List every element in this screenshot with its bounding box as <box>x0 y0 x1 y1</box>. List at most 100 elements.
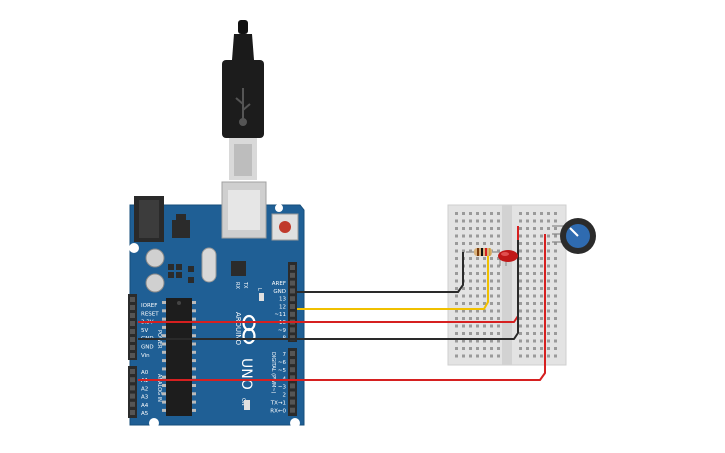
breadboard-hole[interactable] <box>526 227 529 230</box>
wire-red-a0[interactable] <box>138 234 546 381</box>
breadboard-hole[interactable] <box>554 347 557 350</box>
breadboard-hole[interactable] <box>497 212 500 215</box>
breadboard-hole[interactable] <box>483 302 486 305</box>
breadboard-hole[interactable] <box>554 249 557 253</box>
breadboard-hole[interactable] <box>476 302 479 305</box>
breadboard-hole[interactable] <box>476 332 479 335</box>
header-socket[interactable] <box>130 385 135 391</box>
breadboard-hole[interactable] <box>490 212 493 215</box>
breadboard-hole[interactable] <box>540 287 543 290</box>
breadboard-hole[interactable] <box>547 324 550 328</box>
breadboard-hole[interactable] <box>476 227 479 230</box>
breadboard-hole[interactable] <box>476 234 479 238</box>
breadboard-hole[interactable] <box>554 339 557 343</box>
breadboard-hole[interactable] <box>547 242 550 245</box>
breadboard-hole[interactable] <box>554 294 557 298</box>
breadboard-hole[interactable] <box>497 347 500 350</box>
breadboard-hole[interactable] <box>547 227 550 230</box>
wire-yellow-pin12[interactable] <box>297 256 489 310</box>
header-socket[interactable] <box>130 369 135 374</box>
breadboard-hole[interactable] <box>462 324 465 328</box>
breadboard-hole[interactable] <box>455 257 458 260</box>
breadboard-hole[interactable] <box>490 347 493 350</box>
red-led[interactable] <box>498 250 518 266</box>
header-socket[interactable] <box>130 305 135 310</box>
breadboard-hole[interactable] <box>497 242 500 245</box>
breadboard-hole[interactable] <box>455 219 458 223</box>
breadboard-hole[interactable] <box>540 324 543 328</box>
breadboard-hole[interactable] <box>462 249 465 253</box>
breadboard-hole[interactable] <box>533 227 536 230</box>
breadboard-hole[interactable] <box>540 234 543 238</box>
wire-black-gnd2[interactable] <box>138 240 519 340</box>
breadboard-hole[interactable] <box>540 257 543 260</box>
breadboard-hole[interactable] <box>483 279 486 283</box>
breadboard-hole[interactable] <box>533 294 536 298</box>
breadboard-hole[interactable] <box>554 227 557 230</box>
breadboard-hole[interactable] <box>469 272 472 275</box>
breadboard-hole[interactable] <box>547 309 550 313</box>
breadboard-hole[interactable] <box>547 332 550 335</box>
breadboard-hole[interactable] <box>462 347 465 350</box>
breadboard-hole[interactable] <box>554 279 557 283</box>
breadboard-hole[interactable] <box>554 317 557 320</box>
breadboard-hole[interactable] <box>519 317 522 320</box>
breadboard-hole[interactable] <box>490 279 493 283</box>
breadboard-hole[interactable] <box>490 324 493 328</box>
breadboard-hole[interactable] <box>497 309 500 313</box>
breadboard-hole[interactable] <box>490 227 493 230</box>
breadboard-hole[interactable] <box>497 264 500 268</box>
header-socket[interactable] <box>130 353 135 358</box>
breadboard-hole[interactable] <box>533 219 536 223</box>
breadboard-hole[interactable] <box>554 324 557 328</box>
breadboard-hole[interactable] <box>533 287 536 290</box>
breadboard-hole[interactable] <box>519 347 522 350</box>
breadboard-hole[interactable] <box>497 249 500 253</box>
breadboard-hole[interactable] <box>462 317 465 320</box>
breadboard-hole[interactable] <box>469 227 472 230</box>
breadboard-hole[interactable] <box>540 264 543 268</box>
breadboard-hole[interactable] <box>476 279 479 283</box>
breadboard-hole[interactable] <box>533 309 536 313</box>
breadboard-hole[interactable] <box>483 332 486 335</box>
breadboard-hole[interactable] <box>490 257 493 260</box>
breadboard-hole[interactable] <box>519 249 522 253</box>
breadboard-hole[interactable] <box>519 309 522 313</box>
breadboard-hole[interactable] <box>469 219 472 223</box>
wire-black-gnd[interactable] <box>297 252 464 293</box>
breadboard-hole[interactable] <box>497 234 500 238</box>
breadboard-hole[interactable] <box>547 219 550 223</box>
reset-button-cap[interactable] <box>279 221 291 233</box>
header-socket[interactable] <box>290 359 295 365</box>
breadboard-hole[interactable] <box>462 287 465 290</box>
breadboard-hole[interactable] <box>455 309 458 313</box>
breadboard-hole[interactable] <box>469 347 472 350</box>
breadboard-hole[interactable] <box>455 339 458 343</box>
breadboard-hole[interactable] <box>490 234 493 238</box>
breadboard-hole[interactable] <box>540 294 543 298</box>
breadboard-hole[interactable] <box>533 317 536 320</box>
breadboard-hole[interactable] <box>483 219 486 223</box>
breadboard-hole[interactable] <box>526 249 529 253</box>
header-socket[interactable] <box>130 337 135 342</box>
breadboard-hole[interactable] <box>490 264 493 268</box>
breadboard-hole[interactable] <box>497 257 500 260</box>
breadboard-hole[interactable] <box>455 249 458 253</box>
breadboard-hole[interactable] <box>462 354 465 358</box>
header-socket[interactable] <box>130 321 135 326</box>
breadboard-hole[interactable] <box>554 219 557 223</box>
breadboard-hole[interactable] <box>476 324 479 328</box>
breadboard-hole[interactable] <box>526 212 529 215</box>
breadboard-hole[interactable] <box>462 242 465 245</box>
header-socket[interactable] <box>130 297 135 302</box>
breadboard-hole[interactable] <box>455 354 458 358</box>
breadboard-hole[interactable] <box>533 302 536 305</box>
breadboard-hole[interactable] <box>554 354 557 358</box>
breadboard-hole[interactable] <box>483 309 486 313</box>
header-socket[interactable] <box>290 383 295 389</box>
breadboard-hole[interactable] <box>554 234 557 238</box>
breadboard-hole[interactable] <box>533 339 536 343</box>
breadboard-hole[interactable] <box>554 309 557 313</box>
breadboard-hole[interactable] <box>547 294 550 298</box>
breadboard-hole[interactable] <box>483 287 486 290</box>
